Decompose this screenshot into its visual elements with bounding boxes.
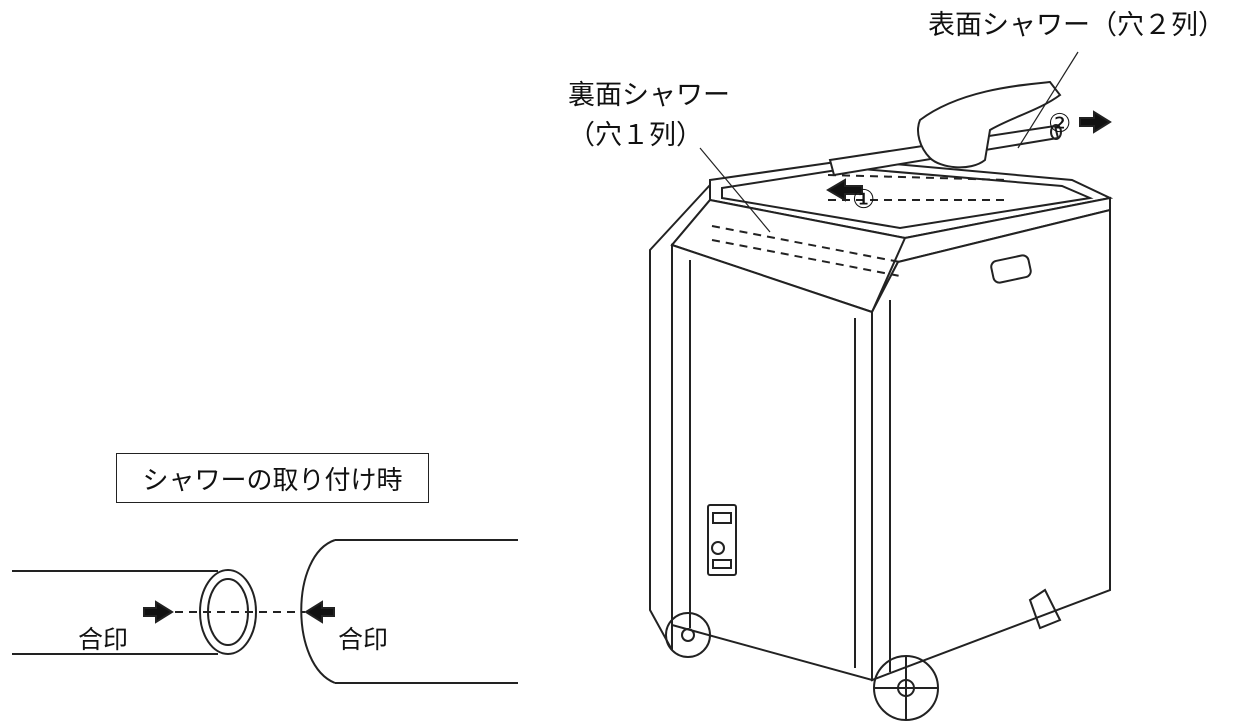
arrow-step-1 <box>826 178 863 202</box>
wheel-front-left <box>665 612 711 658</box>
caption-box: シャワーの取り付け時 <box>116 453 429 503</box>
side-handle <box>990 254 1032 284</box>
leader-back <box>699 147 771 233</box>
back-shower-pipe <box>711 225 901 263</box>
back-shower-label: 裏面シャワー <box>568 80 730 111</box>
leader-front <box>1017 51 1079 149</box>
front-shower-label: 表面シャワー（穴２列） <box>928 10 1225 41</box>
left-alignment-mark: 合印 <box>78 625 129 654</box>
pipe-alignment-detail <box>12 539 518 684</box>
wheel-front-right <box>873 655 939 721</box>
step-1-label: ① <box>852 185 875 215</box>
arrow-right <box>143 600 174 624</box>
arrow-left <box>304 600 335 624</box>
pipe-right-end <box>300 539 336 684</box>
tank-front-panel <box>671 243 873 682</box>
back-shower-sublabel: （穴１列） <box>568 120 703 151</box>
caster-rear <box>1028 588 1062 630</box>
step-2-label: ② <box>1048 109 1071 139</box>
caption-text: シャワーの取り付け時 <box>142 465 403 496</box>
pipe-left-end <box>199 569 257 655</box>
hand <box>917 80 1062 169</box>
right-alignment-mark: 合印 <box>338 625 389 654</box>
arrow-step-2 <box>1079 110 1112 134</box>
tank-right-side <box>871 208 1111 682</box>
control-box <box>707 504 737 576</box>
